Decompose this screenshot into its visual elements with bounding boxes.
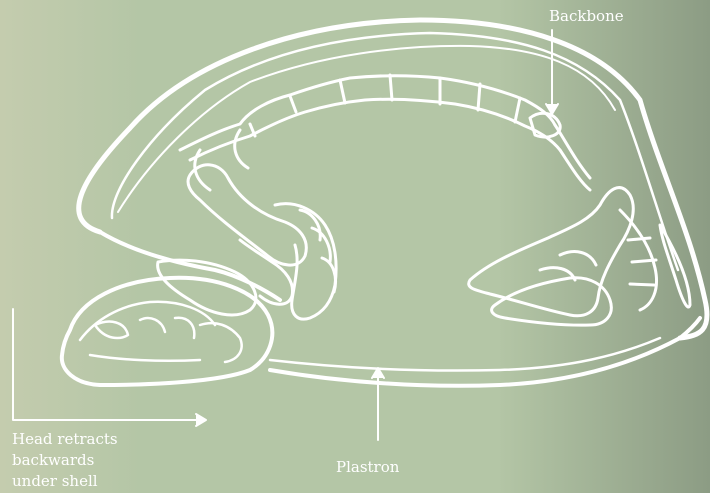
head-retract-arrow	[13, 309, 206, 426]
plastron-arrow	[372, 368, 384, 440]
plastron-label: Plastron	[336, 457, 399, 478]
retracted-head	[62, 278, 272, 385]
pelvic-girdle	[469, 188, 657, 326]
carapace-outline	[79, 20, 707, 338]
plastron-outline	[270, 318, 700, 386]
head-label-line-1: Head retracts	[12, 429, 118, 450]
backbone-label: Backbone	[549, 6, 624, 27]
backbone-vertebrae	[180, 75, 590, 190]
head-label-line-2: backwards	[12, 450, 118, 471]
head-label-line-3: under shell	[12, 471, 118, 492]
head-retracts-label: Head retracts backwards under shell	[12, 429, 118, 492]
